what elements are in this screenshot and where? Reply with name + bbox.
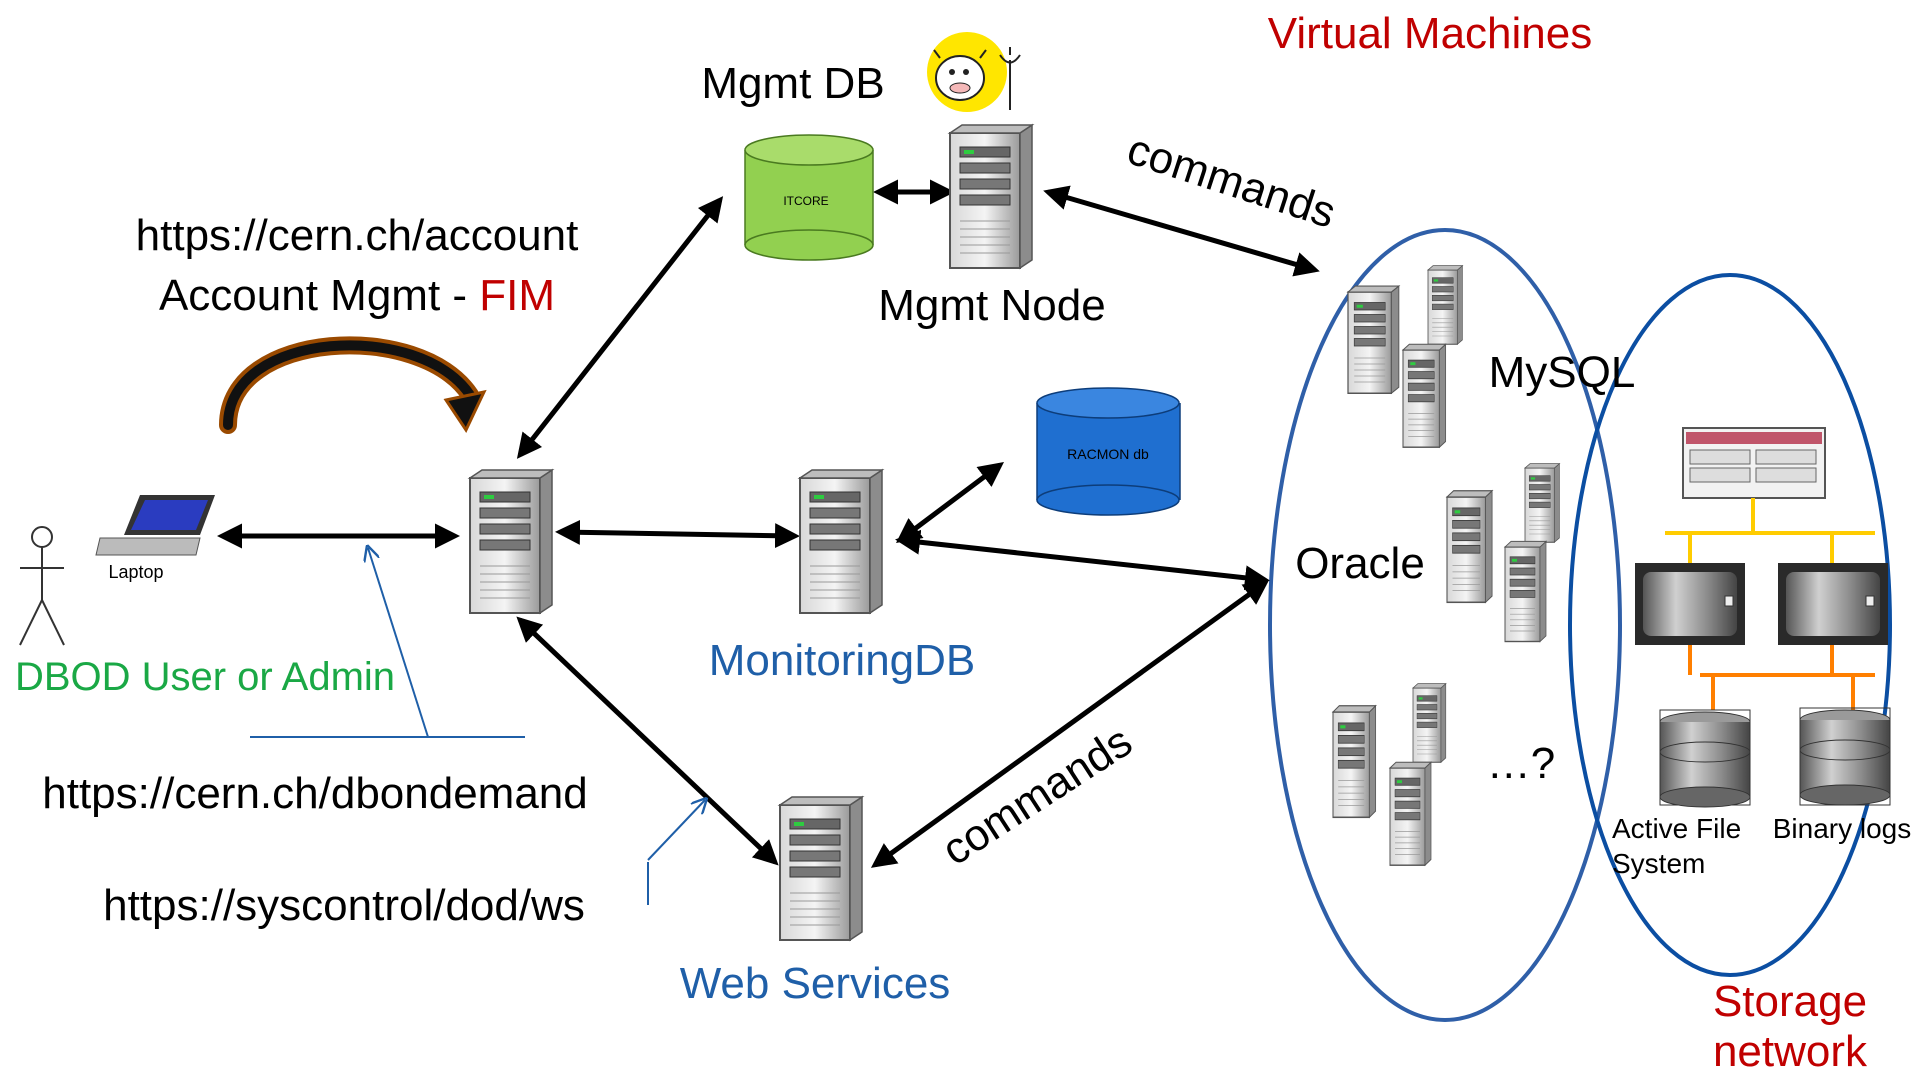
storage-label-line2: network — [1713, 1027, 1868, 1071]
web-services-server-icon — [779, 796, 863, 941]
mysql-vm-servers — [1347, 265, 1463, 448]
monitoring-db-label: MonitoringDB — [709, 636, 976, 685]
mgmt-node-label: Mgmt Node — [878, 281, 1105, 330]
racmon-database-icon — [1036, 387, 1181, 516]
oracle-label: Oracle — [1295, 539, 1425, 588]
dbondemand-url-label: https://cern.ch/dbondemand — [42, 769, 587, 818]
mgmt-node-server-icon — [949, 124, 1033, 269]
active-fs-label-line2: System — [1612, 848, 1705, 879]
other-vm-servers — [1332, 683, 1447, 866]
storage-disk-icons — [1659, 707, 1891, 808]
account-mgmt-label: Account Mgmt - FIM — [159, 271, 555, 320]
oracle-vm-servers — [1446, 463, 1560, 643]
racmon-label: RACMON db — [1067, 446, 1149, 462]
arrow-webserver-webservices — [516, 616, 779, 866]
ellipsis-label: …? — [1487, 739, 1555, 788]
dbod-user-label: DBOD User or Admin — [15, 655, 395, 699]
curved-arrow-icon — [219, 336, 487, 434]
account-mgmt-text: Account Mgmt - — [159, 271, 479, 320]
annotation-lines — [250, 548, 705, 905]
web-services-label: Web Services — [680, 959, 951, 1008]
virtual-machines-label: Virtual Machines — [1268, 9, 1592, 58]
arrow-monitoring-racmon — [896, 462, 1004, 543]
connection-arrows — [217, 179, 1320, 868]
storage-shelf-icon — [1682, 427, 1826, 499]
fim-text: FIM — [479, 271, 555, 320]
commands-bottom-label: commands — [934, 717, 1141, 875]
mysql-label: MySQL — [1489, 348, 1636, 397]
account-url-label: https://cern.ch/account — [136, 211, 579, 260]
mascot-icon — [927, 32, 1021, 112]
virtual-machines-ellipse — [1268, 228, 1622, 1022]
mgmt-db-label: Mgmt DB — [701, 59, 884, 108]
arrow-mgmtnode-vms — [1043, 185, 1320, 277]
mgmt-db-database-icon — [744, 134, 874, 261]
arrow-monitoring-vms — [895, 529, 1270, 591]
person-icon — [19, 526, 65, 646]
web-server-icon — [469, 469, 553, 614]
storage-network-ellipse — [1568, 273, 1892, 977]
laptop-label: Laptop — [108, 562, 163, 582]
active-fs-label-line1: Active File — [1612, 813, 1741, 844]
laptop-icon — [95, 495, 215, 556]
disk-array-icon — [1635, 563, 1888, 645]
storage-wiring — [1665, 498, 1875, 710]
arrow-webserver-mgmtdb — [516, 196, 724, 459]
syscontrol-url-label: https://syscontrol/dod/ws — [103, 881, 585, 930]
arrow-webserver-monitoring — [555, 519, 800, 549]
itcore-label: ITCORE — [783, 194, 828, 208]
arrow-webservices-vms — [870, 580, 1270, 868]
storage-label-line1: Storage — [1713, 977, 1867, 1026]
binary-logs-label: Binary logs — [1773, 813, 1912, 844]
monitoring-server-icon — [799, 469, 883, 614]
